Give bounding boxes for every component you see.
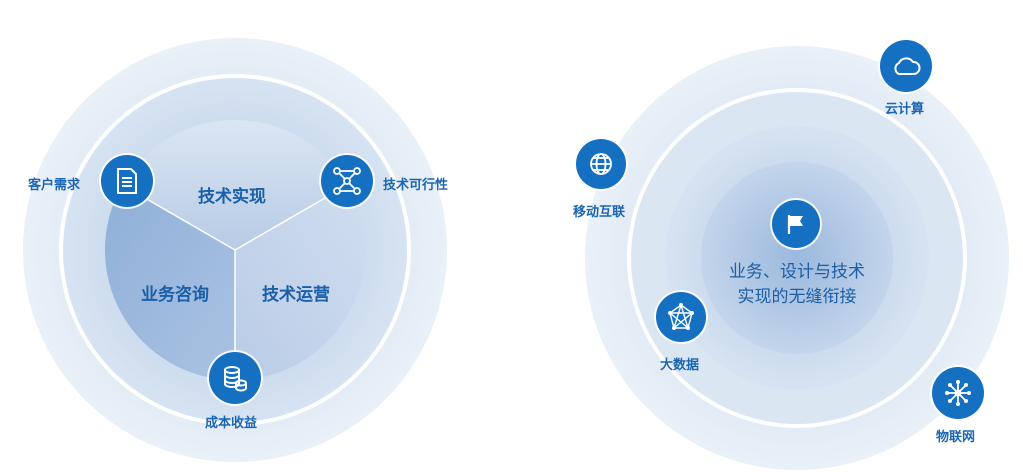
bigdata-badge <box>656 292 706 342</box>
badge-label-cloud: 云计算 <box>885 102 925 117</box>
badge-label-iot: 物联网 <box>936 430 976 445</box>
left-circle-diagram <box>23 38 447 462</box>
badge-label-customer-needs: 客户需求 <box>28 178 81 193</box>
iot-badge <box>932 367 984 419</box>
flag-icon <box>787 215 803 234</box>
flag-badge <box>772 200 820 248</box>
segment-label-left: 业务咨询 <box>141 285 209 305</box>
globe-badge <box>576 139 626 189</box>
iot-hub-icon <box>945 380 971 406</box>
segment-label-right: 技术运营 <box>262 285 330 305</box>
coins-stack-icon <box>224 366 247 392</box>
center-caption-line1: 业务、设计与技术 <box>729 262 865 282</box>
globe-icon <box>590 153 612 175</box>
badge-label-cost-benefit: 成本收益 <box>205 416 258 431</box>
coins-badge <box>209 352 261 404</box>
segment-label-top: 技术实现 <box>198 187 266 207</box>
cloud-badge <box>880 40 932 92</box>
network-nodes-icon <box>333 167 361 195</box>
cloud-icon <box>894 57 921 75</box>
center-caption-line2: 实现的无缝衔接 <box>737 287 857 307</box>
data-network-icon <box>668 303 694 330</box>
document-badge <box>101 155 153 207</box>
badge-label-bigdata: 大数据 <box>660 358 700 373</box>
badge-label-mobile: 移动互联 <box>573 205 626 220</box>
segment-right <box>235 185 366 380</box>
badge-label-tech-feasibility: 技术可行性 <box>383 178 449 193</box>
document-icon <box>117 168 137 194</box>
network-badge <box>321 155 373 207</box>
center-caption: 业务、设计与技术 实现的无缝衔接 <box>712 260 882 310</box>
right-inner-core <box>701 162 893 354</box>
right-circle-diagram <box>585 46 1009 470</box>
segment-left <box>104 185 235 380</box>
